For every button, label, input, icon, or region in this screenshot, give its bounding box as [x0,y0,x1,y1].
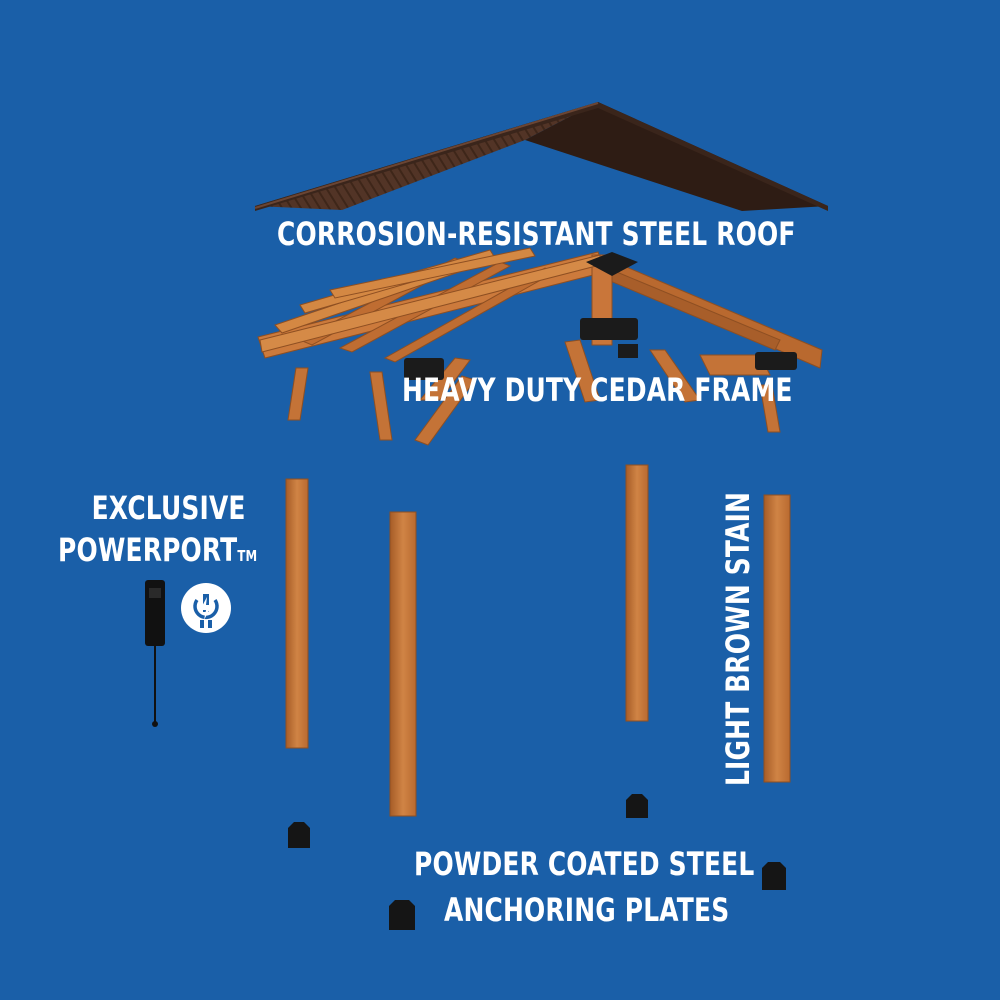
powerport-device [145,580,165,727]
trademark-mark: TM [237,547,258,565]
anchoring-plates [288,794,786,930]
frame-label: HEAVY DUTY CEDAR FRAME [402,371,793,409]
roof-label: CORROSION-RESISTANT STEEL ROOF [277,215,796,253]
stain-label: LIGHT BROWN STAIN [719,491,757,786]
power-plug-icon [181,583,231,633]
steel-roof [254,102,828,211]
frame-brackets [404,252,797,380]
cedar-posts [285,464,791,817]
powerport-label-line1: EXCLUSIVE [91,489,246,527]
powerport-name: POWERPORT [58,531,238,569]
plates-label: POWDER COATED STEEL ANCHORING PLATES [414,848,850,926]
plates-label-line1: POWDER COATED STEEL [414,845,755,883]
powerport-label: EXCLUSIVE POWERPORTTM [58,492,314,566]
cedar-frame [257,247,823,446]
plates-label-line2: ANCHORING PLATES [444,891,730,929]
powerport-label-line2: POWERPORTTM [58,534,257,566]
